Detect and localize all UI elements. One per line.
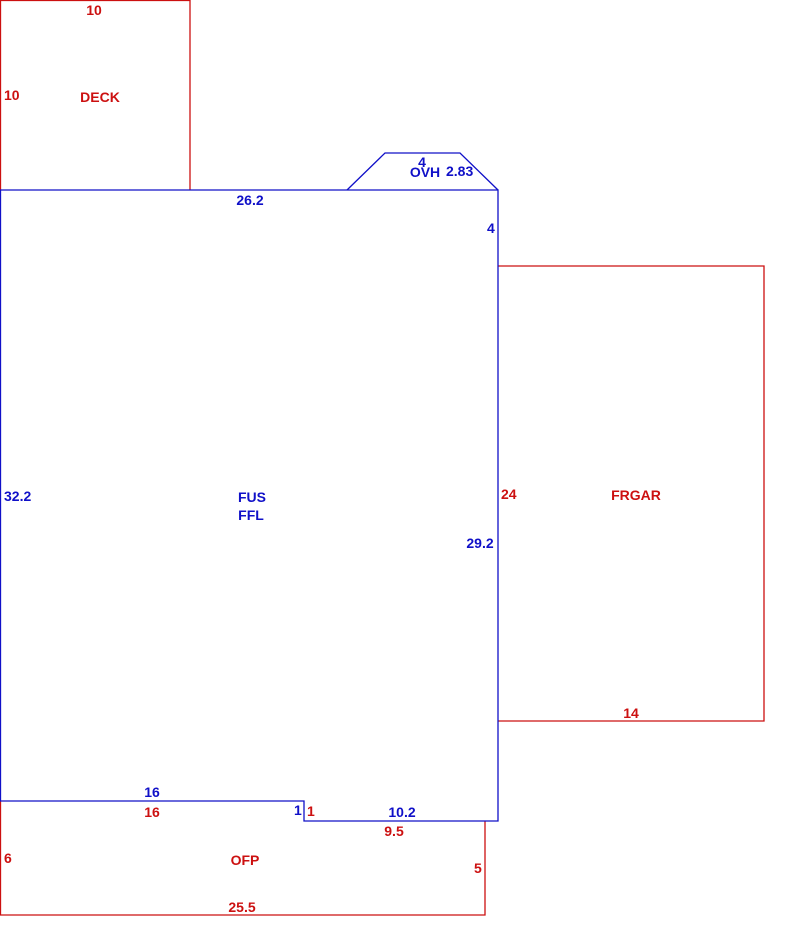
deck-area-name: DECK: [80, 89, 120, 105]
porch-left-dimension: 6: [4, 850, 12, 866]
porch-area-name: OFP: [231, 852, 260, 868]
overhang-outline: [346, 152, 499, 191]
deck-outline: [0, 0, 191, 190]
porch-outline: [0, 801, 486, 916]
main-top-dimension: 26.2: [236, 192, 263, 208]
porch-right-dimension: 5: [474, 860, 482, 876]
garage-outline: [498, 265, 765, 722]
main-step-dimension: 1: [294, 802, 302, 818]
main-right-upper-dimension: 4: [487, 220, 495, 236]
porch-bottom-dimension: 25.5: [228, 899, 255, 915]
main-structure-outline: [0, 189, 499, 822]
porch-top-left-dimension: 16: [144, 804, 160, 820]
main-right-lower-dimension: 29.2: [466, 535, 493, 551]
main-area-name-fus: FUS: [238, 489, 266, 505]
deck-top-dimension: 10: [86, 2, 102, 18]
main-area-name-ffl: FFL: [238, 507, 264, 523]
garage-area-name: FRGAR: [611, 487, 661, 503]
garage-bottom-dimension: 14: [623, 705, 639, 721]
overhang-area-name: OVH: [410, 164, 440, 180]
overhang-side-dimension: 2.83: [446, 163, 473, 179]
porch-top-right-dimension: 9.5: [384, 823, 404, 839]
deck-left-dimension: 10: [4, 87, 20, 103]
main-bottom-left-dimension: 16: [144, 784, 160, 800]
overhang-top-dimension: 4: [418, 154, 426, 170]
garage-left-dimension: 24: [501, 486, 517, 502]
porch-step-dimension: 1: [307, 803, 315, 819]
main-bottom-right-dimension: 10.2: [388, 804, 415, 820]
main-left-dimension: 32.2: [4, 488, 31, 504]
